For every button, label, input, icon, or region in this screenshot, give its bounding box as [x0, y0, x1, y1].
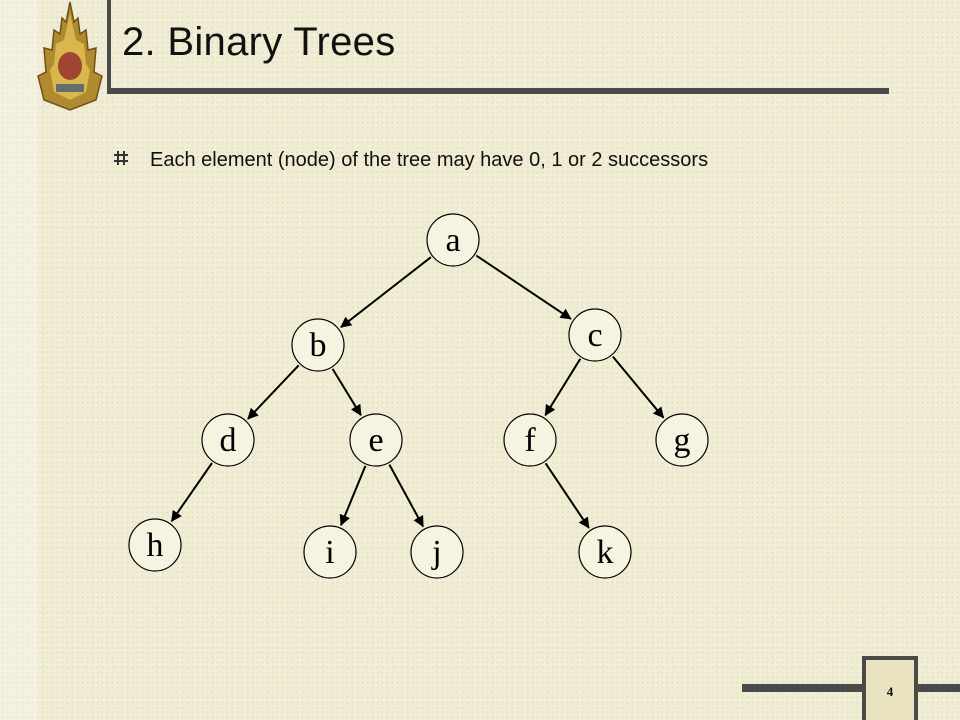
edge-f-k: [544, 462, 590, 529]
pound-bullet-icon: [114, 151, 128, 165]
edge-c-f: [544, 358, 582, 417]
node-label-a: a: [445, 222, 460, 259]
edge-b-e: [331, 368, 362, 416]
node-circle-c: [568, 308, 622, 362]
tree-node-h: h: [128, 518, 182, 572]
tree-node-g: g: [655, 413, 709, 467]
tree-node-b: b: [291, 318, 345, 372]
node-circle-f: [503, 413, 557, 467]
tree-node-e: e: [349, 413, 403, 467]
node-circle-j: [410, 525, 464, 579]
node-label-c: c: [587, 317, 602, 354]
tree-node-a: a: [426, 213, 480, 267]
node-circle-a: [426, 213, 480, 267]
node-circle-b: [291, 318, 345, 372]
tree-node-f: f: [503, 413, 557, 467]
node-label-e: e: [368, 422, 383, 459]
slide-title: 2. Binary Trees: [122, 20, 396, 64]
left-margin-strip: [0, 0, 38, 720]
node-label-j: j: [431, 534, 441, 571]
edge-a-b: [340, 256, 432, 328]
edge-b-d: [247, 364, 300, 420]
node-label-f: f: [524, 422, 536, 459]
tree-node-i: i: [303, 525, 357, 579]
node-circle-k: [578, 525, 632, 579]
footer-bar: [742, 684, 960, 692]
node-label-d: d: [220, 422, 237, 459]
node-label-k: k: [597, 534, 614, 571]
node-circle-d: [201, 413, 255, 467]
tree-node-d: d: [201, 413, 255, 467]
node-circle-g: [655, 413, 709, 467]
tree-node-c: c: [568, 308, 622, 362]
node-label-i: i: [325, 534, 334, 571]
page-number-box: 4: [862, 656, 918, 720]
node-label-g: g: [674, 422, 691, 459]
tree-node-k: k: [578, 525, 632, 579]
title-frame-line: [107, 0, 111, 90]
edge-e-j: [388, 464, 424, 528]
node-circle-h: [128, 518, 182, 572]
title-underline: [107, 88, 889, 94]
emblem-logo: [37, 1, 103, 111]
edge-e-i: [339, 465, 367, 527]
page-number: 4: [886, 684, 894, 699]
edge-c-g: [612, 355, 665, 419]
edge-a-c: [475, 254, 572, 320]
edge-d-h: [170, 462, 213, 522]
node-circle-i: [303, 525, 357, 579]
node-circle-e: [349, 413, 403, 467]
bullet-text: Each element (node) of the tree may have…: [150, 149, 709, 171]
node-label-h: h: [147, 527, 164, 564]
node-label-b: b: [310, 327, 327, 364]
tree-node-j: j: [410, 525, 464, 579]
